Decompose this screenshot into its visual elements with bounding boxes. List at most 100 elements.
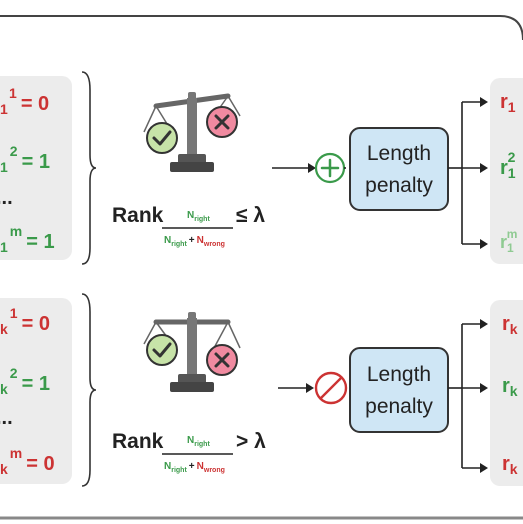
x-circle-icon <box>206 344 238 376</box>
bottom-brace <box>81 293 97 487</box>
reward-letter: r <box>502 375 510 397</box>
bottom-frac-num-sub: right <box>194 441 210 448</box>
top-ellipsis: ... <box>0 187 13 209</box>
top-frac-den-b-sub: wrong <box>203 241 225 248</box>
svg-text:k1= 0: k1= 0 <box>0 305 50 337</box>
top-frac-num-n: N <box>187 210 194 221</box>
top-left-reward-1: 11= 0 <box>0 85 49 117</box>
bottom-right-reward-panel <box>490 300 523 486</box>
top-right-reward-panel <box>490 78 523 264</box>
svg-text:k2= 1: k2= 1 <box>0 365 50 397</box>
reward-sub: 1 <box>508 99 516 115</box>
bottom-frac-den-a-sub: right <box>171 467 187 474</box>
bottom-box-line2: penalty <box>365 395 433 418</box>
reward-sub: k <box>0 381 8 397</box>
reward-sub: k <box>0 461 8 477</box>
svg-text:12= 1: 12= 1 <box>0 143 50 175</box>
reward-sub: 1 <box>508 165 516 181</box>
top-frac-den-b: N <box>197 235 204 246</box>
balance-scale-icon <box>143 312 241 392</box>
top-frac-num: Nright <box>187 210 210 223</box>
reward-sub: 1 <box>0 239 8 255</box>
svg-text:1m= 1: 1m= 1 <box>0 223 55 255</box>
reward-eq: = 0 <box>26 453 54 475</box>
top-frac-den-a: N <box>164 235 171 246</box>
reward-sup: 1 <box>10 305 18 321</box>
reward-sub: k <box>510 383 518 399</box>
bottom-right-reward-1: rk <box>502 313 518 337</box>
check-circle-icon <box>146 334 178 366</box>
top-left-reward-3: 1m= 1 <box>0 223 55 255</box>
bottom-left-reward-3: km= 0 <box>0 445 55 477</box>
top-left-reward-2: 12= 1 <box>0 143 50 175</box>
top-right-reward-1: r1 <box>500 91 516 115</box>
bottom-length-penalty-box <box>349 347 449 433</box>
top-left-reward-panel <box>0 76 72 260</box>
top-frac-plus: + <box>189 235 195 246</box>
bottom-branch-1-head <box>480 319 488 329</box>
reward-sup: 2 <box>10 143 18 159</box>
reward-sub: k <box>510 461 518 477</box>
bottom-frac-den-a: N <box>164 461 171 472</box>
top-frac-den-a-sub: right <box>171 241 187 248</box>
top-box-line2: penalty <box>365 174 433 197</box>
reward-sup: 2 <box>10 365 18 381</box>
x-circle-icon <box>206 106 238 138</box>
reward-eq: = 0 <box>22 313 50 335</box>
reward-sup: m <box>10 223 22 239</box>
bottom-frac-num-n: N <box>187 435 194 446</box>
top-frac-den: Nright+Nwrong <box>164 235 225 248</box>
top-arrow-in-head <box>308 163 316 173</box>
bottom-left-reward-2: k2= 1 <box>0 365 50 397</box>
bottom-frac-den: Nright+Nwrong <box>164 461 225 474</box>
top-branch-2-head <box>480 163 488 173</box>
reward-eq: = 1 <box>22 151 50 173</box>
reward-sup: m <box>10 445 22 461</box>
bottom-frac-plus: + <box>189 461 195 472</box>
top-box-line1: Length <box>367 142 431 165</box>
top-rank-word: Rank <box>112 204 164 227</box>
bottom-panel: k1= 0 k2= 1 ... km= 0 <box>0 293 523 487</box>
bottom-right-reward-3: rk <box>502 453 518 477</box>
top-length-penalty-box <box>349 127 449 211</box>
bottom-left-reward-panel <box>0 298 72 484</box>
top-brace <box>81 71 97 265</box>
bottom-frac-num: Nright <box>187 435 210 448</box>
reward-eq: = 0 <box>21 93 49 115</box>
reward-sup: m <box>507 227 518 241</box>
reward-letter: r <box>500 157 508 179</box>
bottom-ellipsis: ... <box>0 407 13 429</box>
reward-sub: 1 <box>507 241 514 255</box>
bottom-left-reward-1: k1= 0 <box>0 305 50 337</box>
top-branch-1-head <box>480 97 488 107</box>
reward-sub: 1 <box>0 101 8 117</box>
reward-letter: r <box>500 91 508 113</box>
reward-eq: = 1 <box>26 231 54 253</box>
reward-sub: 1 <box>0 159 8 175</box>
top-branch-3-head <box>480 239 488 249</box>
bottom-relation: > λ <box>236 430 266 453</box>
bottom-right-reward-2: rk <box>502 375 518 399</box>
bottom-frac-den-b-sub: wrong <box>203 467 225 474</box>
bottom-rank-word: Rank <box>112 430 164 453</box>
bottom-arrow-in-head <box>306 383 314 393</box>
top-frac-num-sub: right <box>194 216 210 223</box>
reward-letter: r <box>500 232 507 252</box>
bottom-box-line1: Length <box>367 363 431 386</box>
reward-sub: k <box>510 321 518 337</box>
plus-circle-icon <box>314 152 346 184</box>
svg-text:km= 0: km= 0 <box>0 445 55 477</box>
reward-eq: = 1 <box>22 373 50 395</box>
balance-scale-icon <box>143 92 241 172</box>
reward-sup: 1 <box>9 85 17 101</box>
prohibited-circle-icon <box>314 371 348 405</box>
top-right-reward-2: r12 <box>500 149 516 181</box>
reward-letter: r <box>502 313 510 335</box>
reward-letter: r <box>502 453 510 475</box>
bottom-branch-2-head <box>480 383 488 393</box>
top-right-reward-3: r1m <box>500 227 517 255</box>
outer-frame-top <box>0 15 523 41</box>
reward-sub: k <box>0 321 8 337</box>
top-panel: 11= 0 12= 1 ... 1m= 1 <box>0 71 523 265</box>
